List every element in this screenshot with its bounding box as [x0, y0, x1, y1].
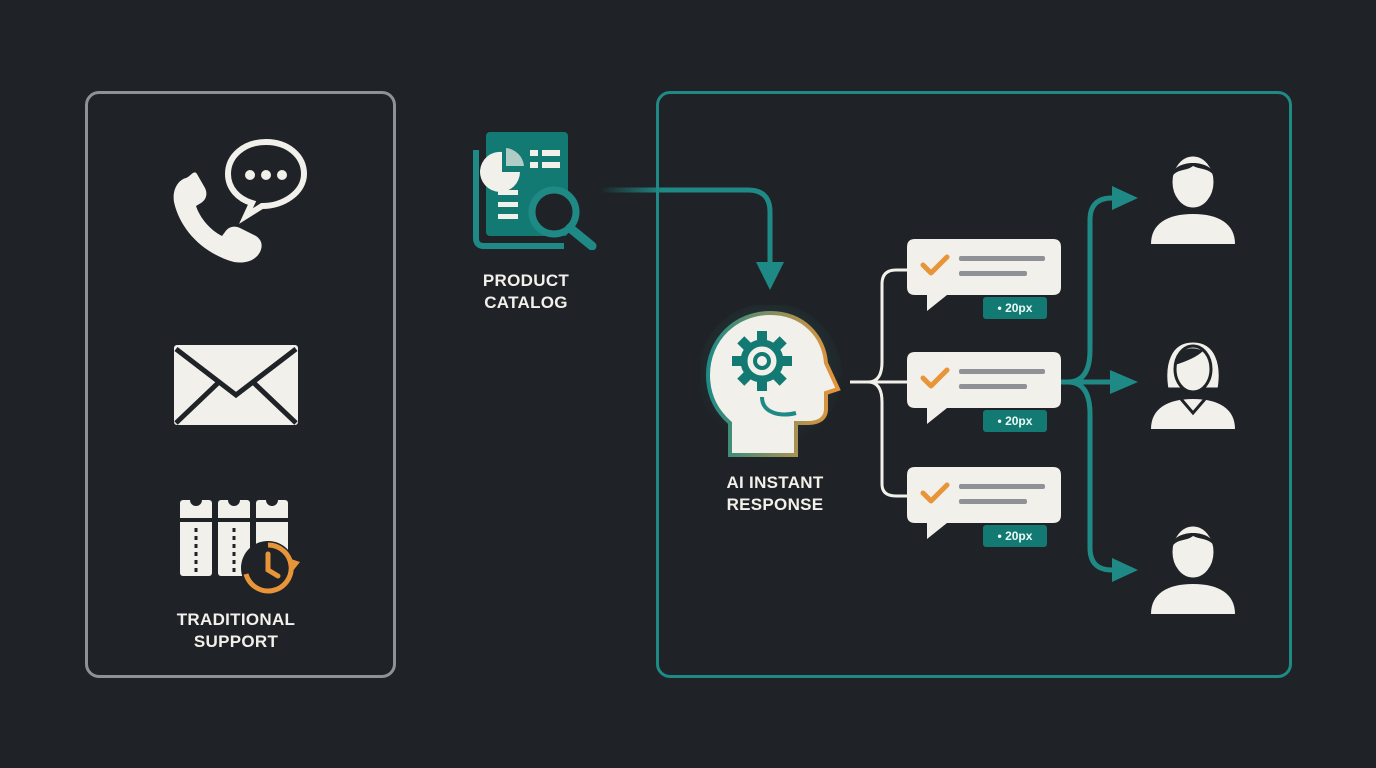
catalog-to-ai-arrow [602, 187, 773, 262]
response-card: • 20px [907, 467, 1061, 561]
response-card: • 20px [907, 352, 1061, 446]
traditional-support-label: TRADITIONAL SUPPORT [130, 609, 342, 653]
ai-support-panel [656, 91, 1292, 678]
catalog-to-ai-arrowhead [756, 262, 784, 290]
user-female-icon [1151, 339, 1235, 429]
status-badge: • 20px [983, 410, 1047, 432]
ai-to-cards-branch [850, 268, 910, 498]
catalog-search-icon [473, 132, 597, 250]
cards-to-users-branch [1060, 195, 1118, 573]
arrowhead-user-2 [1110, 370, 1138, 394]
envelope-icon [174, 345, 298, 425]
traditional-support-panel [85, 91, 396, 678]
arrowhead-user-1 [1112, 186, 1138, 210]
ai-instant-response-label: AI INSTANT RESPONSE [680, 472, 870, 516]
label-line: AI INSTANT [726, 473, 824, 492]
ai-head-gear-icon [700, 305, 842, 457]
phone-chat-icon [173, 138, 308, 263]
user-male-icon [1151, 523, 1235, 614]
label-line: RESPONSE [726, 495, 824, 514]
status-badge: • 20px [983, 525, 1047, 547]
product-catalog-label: PRODUCT CATALOG [436, 270, 616, 314]
arrowhead-user-3 [1112, 558, 1138, 582]
label-line: SUPPORT [193, 632, 279, 651]
status-badge: • 20px [983, 297, 1047, 319]
check-icon [920, 367, 950, 389]
response-card: • 20px [907, 239, 1061, 333]
label-line: PRODUCT [482, 271, 570, 290]
label-line: TRADITIONAL [176, 610, 296, 629]
check-icon [920, 254, 950, 276]
user-male-icon [1151, 153, 1235, 244]
check-icon [920, 482, 950, 504]
tickets-clock-icon [180, 498, 300, 595]
label-line: CATALOG [484, 293, 568, 312]
